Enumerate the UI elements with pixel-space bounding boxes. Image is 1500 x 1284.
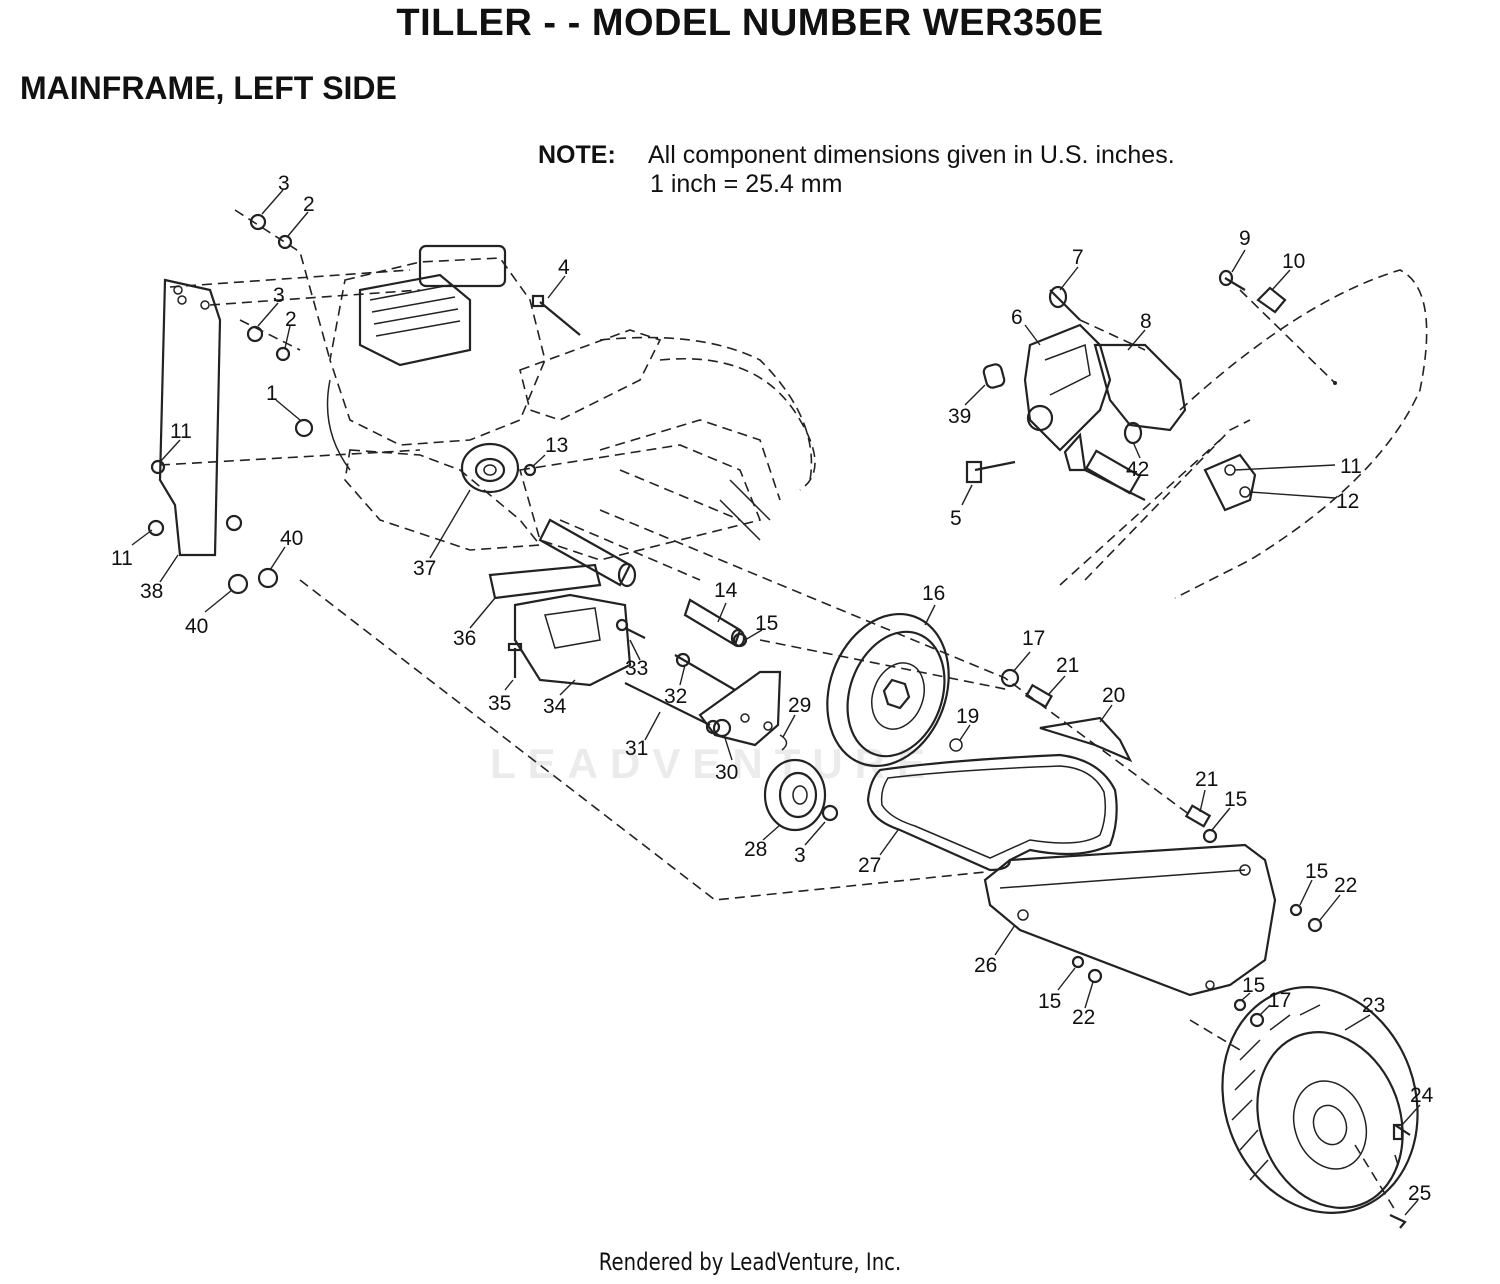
callout-3: 3	[278, 172, 290, 195]
callout-19: 19	[956, 705, 979, 728]
callout-22: 22	[1072, 1006, 1095, 1029]
callout-15: 15	[755, 612, 778, 635]
callout-leaders	[131, 189, 1421, 1216]
callout-29: 29	[788, 694, 811, 717]
callout-33: 33	[625, 657, 648, 680]
idler-pulley-28	[763, 758, 839, 832]
watermark: LEADVENTURE	[490, 740, 938, 787]
assembly-guide-lines	[159, 209, 1396, 1211]
callout-17: 17	[1022, 627, 1045, 650]
callout-26: 26	[974, 954, 997, 977]
callout-1: 1	[266, 382, 278, 405]
callout-2: 2	[303, 193, 315, 216]
callout-38: 38	[140, 580, 163, 603]
callout-12: 12	[1336, 490, 1359, 513]
footer-credit: Rendered by LeadVenture, Inc.	[598, 1248, 902, 1276]
engine-drawing	[326, 244, 546, 551]
callout-3: 3	[794, 844, 806, 867]
callout-9: 9	[1239, 227, 1251, 250]
bolts	[507, 294, 736, 735]
callout-17: 17	[1268, 989, 1291, 1012]
callout-10: 10	[1282, 250, 1305, 273]
callout-25: 25	[1408, 1182, 1431, 1205]
dimension-note: NOTE: All component dimensions given in U…	[538, 141, 1175, 199]
note-line-2: 1 inch = 25.4 mm	[650, 170, 843, 198]
callout-11: 11	[1340, 455, 1362, 478]
callout-24: 24	[1410, 1084, 1434, 1107]
bracket-38	[147, 278, 279, 595]
callout-13: 13	[545, 434, 568, 457]
callout-11: 11	[111, 547, 133, 570]
callout-2: 2	[285, 308, 297, 331]
callout-39: 39	[948, 405, 971, 428]
callout-27: 27	[858, 854, 881, 877]
page-title: TILLER - - MODEL NUMBER WER350E	[396, 2, 1104, 44]
callout-22: 22	[1334, 874, 1357, 897]
callout-21: 21	[1195, 768, 1218, 791]
callout-34: 34	[543, 695, 567, 718]
note-label: NOTE:	[538, 141, 616, 169]
callout-42: 42	[1126, 458, 1149, 481]
callout-31: 31	[625, 737, 648, 760]
transmission-pulley-16	[826, 612, 963, 768]
callout-11: 11	[170, 420, 192, 443]
callout-40: 40	[185, 615, 208, 638]
wheel-23	[1221, 986, 1419, 1229]
callout-4: 4	[558, 256, 570, 279]
callout-40: 40	[280, 527, 303, 550]
small-hardware	[246, 213, 1323, 1028]
section-subtitle: MAINFRAME, LEFT SIDE	[20, 70, 397, 106]
callout-21: 21	[1056, 654, 1079, 677]
callout-7: 7	[1072, 246, 1084, 269]
callout-37: 37	[413, 557, 436, 580]
engine-pulley-37	[460, 442, 520, 494]
handle-inset-drawing	[965, 269, 1428, 599]
callout-20: 20	[1102, 684, 1125, 707]
brackets-36-34	[488, 563, 632, 687]
callout-14: 14	[714, 579, 738, 602]
callout-35: 35	[488, 692, 511, 715]
callout-36: 36	[453, 627, 476, 650]
callout-6: 6	[1011, 306, 1023, 329]
mainframe-drawing	[518, 329, 816, 581]
callout-3: 3	[273, 284, 285, 307]
callout-numbers: 3 2 3 2 1 4 11 13 11 38 40 40 37 36 14 1…	[111, 172, 1434, 1205]
callout-15: 15	[1305, 860, 1328, 883]
belt-guard-26	[983, 843, 1277, 997]
callout-5: 5	[950, 507, 962, 530]
callout-16: 16	[922, 582, 945, 605]
callout-30: 30	[715, 761, 738, 784]
callout-32: 32	[664, 685, 687, 708]
callout-15: 15	[1038, 990, 1061, 1013]
callout-23: 23	[1362, 994, 1385, 1017]
callout-8: 8	[1140, 310, 1152, 333]
idler-bracket-30	[698, 670, 788, 751]
callout-15: 15	[1242, 974, 1265, 997]
callout-15: 15	[1224, 788, 1247, 811]
note-line-1: All component dimensions given in U.S. i…	[648, 141, 1175, 169]
callout-28: 28	[744, 838, 767, 861]
drive-belt-27	[866, 753, 1118, 872]
